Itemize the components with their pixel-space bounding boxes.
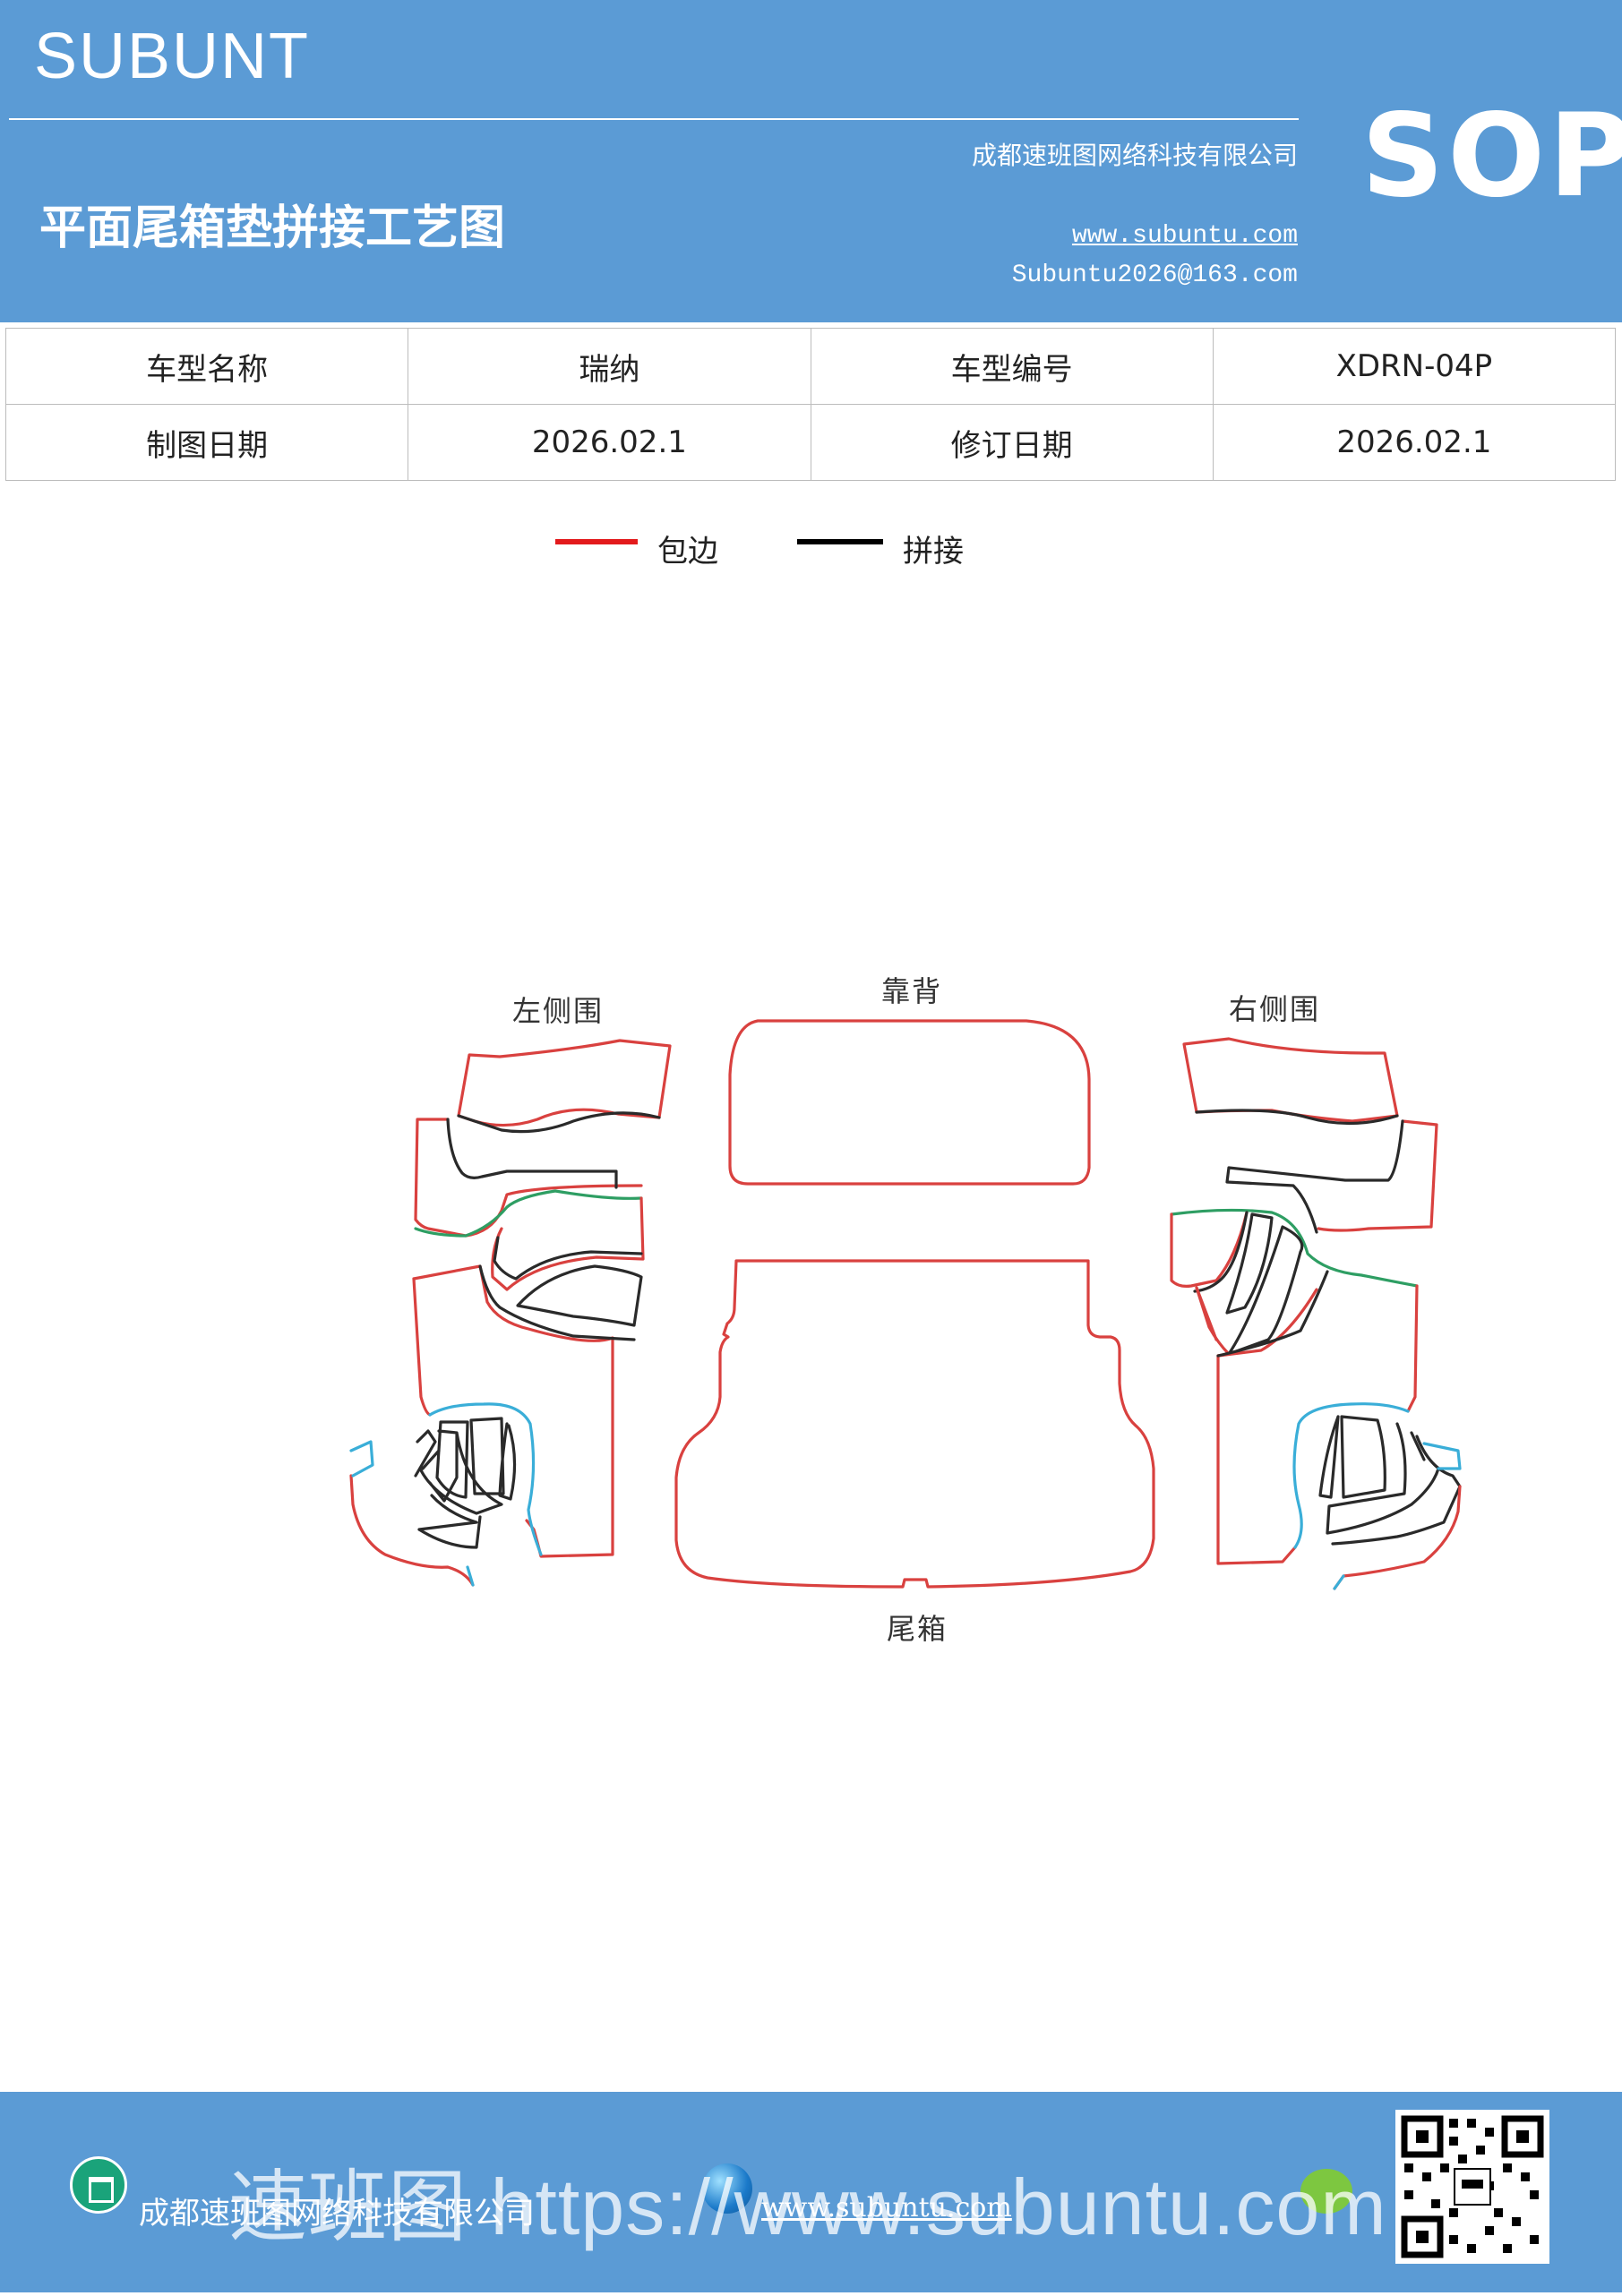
right-upper-seam xyxy=(1225,1119,1404,1234)
legend-label-edging: 包边 xyxy=(657,534,718,570)
left-lower-blue xyxy=(428,1402,543,1556)
header-divider xyxy=(9,118,1299,120)
right-mid-seam xyxy=(1193,1211,1304,1356)
backrest-piece xyxy=(728,1019,1091,1186)
brand-logo-text: SUBUNT xyxy=(34,21,311,92)
left-lower-pieces xyxy=(414,1417,517,1549)
table-row: 制图日期 2026.02.1 修订日期 2026.02.1 xyxy=(4,404,1617,481)
right-lower-blue xyxy=(1292,1402,1410,1549)
right-body-seam xyxy=(1216,1270,1329,1358)
qr-code-graphic xyxy=(1401,2115,1544,2258)
right-lower-pieces xyxy=(1318,1415,1462,1546)
right-top-seam xyxy=(1195,1109,1399,1126)
left-top-seam xyxy=(457,1111,661,1134)
table-cell: XDRN-04P xyxy=(1212,328,1617,405)
document-title: 平面尾箱垫拼接工艺图 xyxy=(39,201,506,255)
label-right-side: 右侧围 xyxy=(1229,992,1321,1026)
right-upper-piece xyxy=(1317,1119,1438,1232)
header-company: 成都速班图网络科技有限公司 xyxy=(971,141,1298,170)
footer-watermark: 速班图 https://www.subuntu.com xyxy=(228,2163,1387,2251)
header-banner: SUBUNT 平面尾箱垫拼接工艺图 成都速班图网络科技有限公司 www.subu… xyxy=(0,0,1622,322)
left-body-piece xyxy=(412,1264,614,1558)
right-bottom-blue xyxy=(1333,1442,1462,1590)
trunk-floor-piece xyxy=(674,1259,1155,1589)
globe-icon xyxy=(702,2163,752,2214)
left-upper-seam xyxy=(446,1118,618,1189)
right-top-piece xyxy=(1182,1037,1399,1123)
left-top-piece xyxy=(457,1039,672,1127)
table-cell: 瑞纳 xyxy=(408,328,811,405)
right-bottom-edge xyxy=(1333,1485,1462,1590)
header-url-link[interactable]: www.subuntu.com xyxy=(1071,222,1298,250)
left-body-outer xyxy=(412,1277,432,1417)
right-mid-piece xyxy=(1170,1211,1249,1288)
label-backrest: 靠背 xyxy=(881,974,943,1008)
left-mid-seam xyxy=(493,1236,643,1327)
table-cell: 制图日期 xyxy=(4,404,409,481)
legend-label-seam: 拼接 xyxy=(903,534,964,570)
legend-swatch-edging xyxy=(555,539,638,544)
table-cell: 车型名称 xyxy=(4,328,409,405)
footer-company: 成都速班图网络科技有限公司 xyxy=(139,2196,535,2232)
legend: 包边 拼接 xyxy=(0,527,1622,571)
footer-url-link[interactable]: www.subuntu.com xyxy=(761,2192,1012,2223)
vehicle-info-table: 车型名称 瑞纳 车型编号 XDRN-04P 制图日期 2026.02.1 修订日… xyxy=(4,328,1617,481)
table-cell: 车型编号 xyxy=(810,328,1214,405)
table-cell: 2026.02.1 xyxy=(408,404,811,481)
wechat-icon xyxy=(1300,2169,1352,2214)
right-body-piece xyxy=(1195,1286,1297,1565)
qr-code-icon[interactable] xyxy=(1395,2110,1549,2264)
header-email: Subuntu2026@163.com xyxy=(1011,261,1298,289)
left-body-seam xyxy=(478,1264,636,1341)
table-cell: 2026.02.1 xyxy=(1212,404,1617,481)
left-upper-edge xyxy=(414,1118,643,1238)
table-cell: 修订日期 xyxy=(810,404,1214,481)
left-bottom-edge xyxy=(349,1474,475,1587)
sop-badge: SOP xyxy=(1361,90,1622,223)
table-row: 车型名称 瑞纳 车型编号 XDRN-04P xyxy=(4,328,1617,405)
building-icon xyxy=(70,2156,127,2214)
label-left-side: 左侧围 xyxy=(512,994,605,1028)
label-trunk: 尾箱 xyxy=(887,1612,948,1646)
left-green-seam xyxy=(414,1189,643,1238)
left-bottom-blue xyxy=(349,1440,475,1587)
footer-banner: 成都速班图网络科技有限公司 www.subuntu.com 速班图 https:… xyxy=(0,2092,1622,2292)
left-mid-piece xyxy=(491,1196,645,1291)
legend-swatch-seam xyxy=(797,539,883,544)
right-green-seam xyxy=(1170,1208,1419,1288)
right-body-edge xyxy=(1195,1284,1419,1413)
